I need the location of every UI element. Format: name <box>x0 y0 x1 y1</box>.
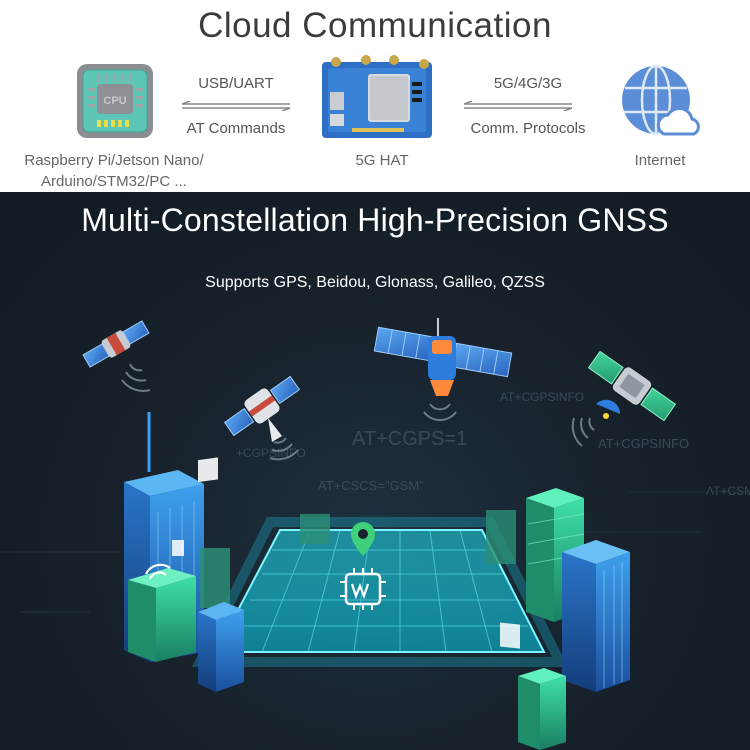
signal-waves-icon <box>571 417 595 447</box>
bg-command-text: AT+CSCS="GSM" <box>318 478 424 493</box>
signal-waves-icon <box>269 437 299 461</box>
satellite-icon <box>373 318 513 396</box>
waveshare-chip-icon <box>340 568 386 610</box>
cloud-communication-section: Cloud Communication CPU USB/UART <box>0 0 750 192</box>
cloud-communication-title: Cloud Communication <box>198 6 552 45</box>
cpu-chip-text: CPU <box>103 95 126 107</box>
at-commands-label: AT Commands <box>186 120 286 137</box>
globe-cloud-icon <box>618 62 702 142</box>
cpu-chip-icon: CPU <box>75 62 155 140</box>
5g-hat-label: 5G HAT <box>355 152 409 169</box>
host-devices-line-1: Raspberry Pi/Jetson Nano/ <box>24 152 204 169</box>
satellite-icon <box>82 320 150 368</box>
gnss-title: Multi-Constellation High-Precision GNSS <box>81 202 669 238</box>
wifi-building <box>128 563 196 662</box>
usb-uart-label: USB/UART <box>198 75 274 92</box>
signal-waves-icon <box>423 403 457 421</box>
network-generations-label: 5G/4G/3G <box>493 75 563 92</box>
bidirectional-arrow-icon <box>462 98 574 112</box>
gnss-city-scene <box>0 318 750 750</box>
bg-command-text: AT+CGPS=1 <box>352 428 468 450</box>
bidirectional-arrow-icon <box>180 98 292 112</box>
5g-hat-board-icon <box>316 52 440 142</box>
bg-command-text: AT+CSM <box>706 484 750 498</box>
satellite-icon <box>587 350 677 422</box>
gnss-section: AT+CGPS=1 AT+CSCS="GSM" AT+CGPSINFO AT+C… <box>0 192 750 750</box>
comm-protocols-label: Comm. Protocols <box>470 120 586 137</box>
host-devices-label: Raspberry Pi/Jetson Nano/ Arduino/STM32/… <box>0 150 228 192</box>
internet-label: Internet <box>634 152 686 169</box>
right-blue-tower <box>562 540 630 692</box>
host-devices-line-2: Arduino/STM32/PC ... <box>41 173 187 190</box>
bg-command-text: AT+CGPSINFO <box>598 436 690 451</box>
signal-waves-icon <box>121 363 151 392</box>
bg-command-text: AT+CGPSINFO <box>500 390 585 404</box>
satellite-icon <box>223 375 301 437</box>
gnss-subtitle: Supports GPS, Beidou, Glonass, Galileo, … <box>205 274 545 291</box>
map-pin-icon <box>351 522 375 556</box>
